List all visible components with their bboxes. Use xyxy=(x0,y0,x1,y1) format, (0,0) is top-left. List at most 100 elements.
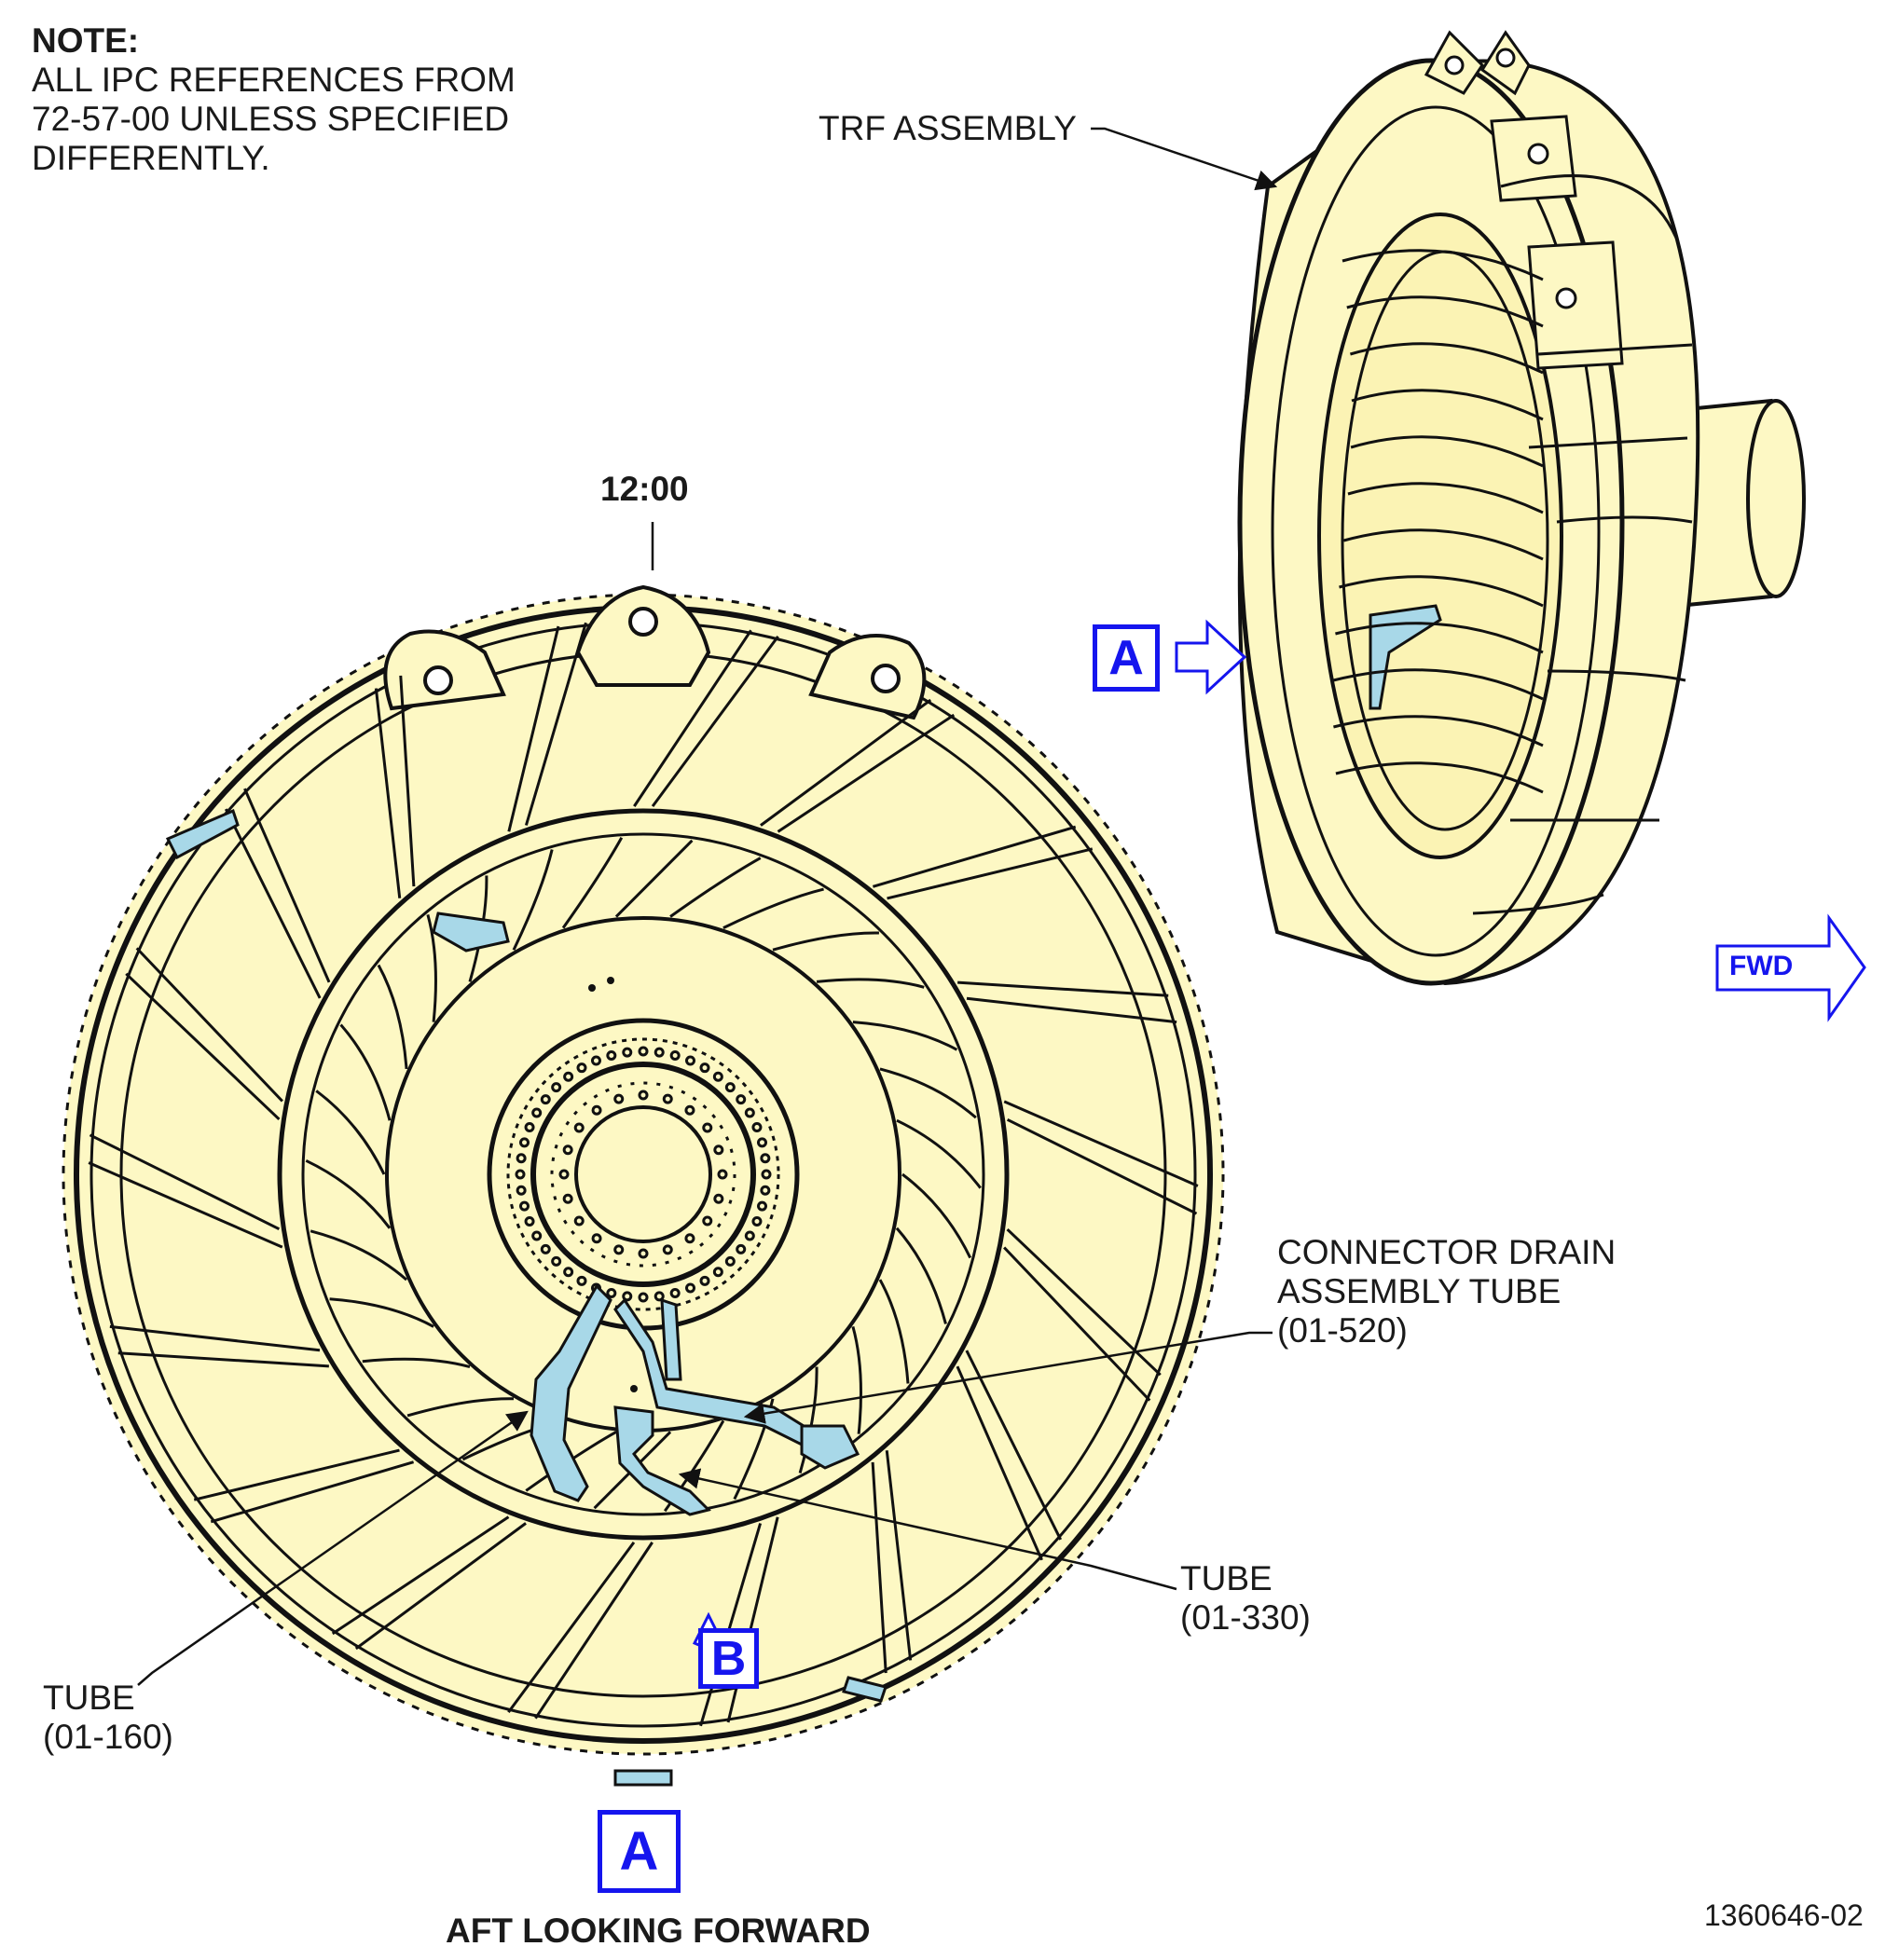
inner-vane xyxy=(896,1118,982,1189)
bolt-hole xyxy=(662,1093,673,1104)
bolt-hole xyxy=(613,1244,625,1255)
outer-strut xyxy=(374,675,416,898)
bolt-hole xyxy=(562,1193,573,1204)
bolt-hole xyxy=(724,1255,736,1267)
bolt-hole xyxy=(699,1275,710,1286)
bolt-hole xyxy=(685,1282,696,1294)
bolt-hole xyxy=(736,1243,747,1254)
fwd-label: FWD xyxy=(1729,951,1794,981)
inner-vane xyxy=(406,1397,515,1418)
tube-330-label-2: (01-330) xyxy=(1180,1598,1311,1637)
bolt-hole xyxy=(606,1288,617,1299)
inner-vane xyxy=(310,1229,408,1282)
bolt-hole xyxy=(760,1185,771,1196)
inner-vane xyxy=(878,1279,910,1384)
inner-vane xyxy=(852,1021,958,1051)
connector-drain-label-3: (01-520) xyxy=(1277,1311,1408,1350)
iso-vane xyxy=(1332,668,1544,701)
inner-vane xyxy=(614,839,694,918)
iso-vane xyxy=(1343,528,1544,561)
bolt-hole xyxy=(669,1049,681,1061)
inner-vane xyxy=(561,837,624,929)
inner-vane xyxy=(722,887,824,929)
view-a-callout-iso: A xyxy=(1093,624,1160,692)
figure-number: 1360646-02 xyxy=(1704,1898,1864,1932)
outer-strut xyxy=(633,629,779,808)
strut-lines xyxy=(88,622,1199,1727)
outer-strut xyxy=(193,1448,415,1524)
bolt-hole xyxy=(540,1094,551,1105)
bolt-hole xyxy=(699,1062,710,1074)
inner-vane xyxy=(362,1357,471,1369)
iso-vane xyxy=(1335,622,1544,654)
bolt-hole xyxy=(757,1137,768,1148)
outer-strut xyxy=(872,825,1094,900)
bolt-hole xyxy=(717,1169,728,1180)
bolt-hole xyxy=(576,1062,587,1074)
bolt-hole xyxy=(563,1071,574,1082)
inner-vane xyxy=(669,857,762,918)
outer-strut xyxy=(1003,1227,1162,1402)
iso-vane xyxy=(1351,389,1544,421)
inner-vane xyxy=(426,913,437,1022)
trf-assembly-label: TRF ASSEMBLY xyxy=(819,109,1077,147)
note-heading: NOTE: xyxy=(32,21,140,60)
bolt-hole xyxy=(531,1107,543,1118)
connector-drain-label-2: ASSEMBLY TUBE xyxy=(1277,1272,1562,1310)
bolt-hole xyxy=(712,1071,723,1082)
bolt-hole xyxy=(684,1233,695,1244)
inner-vane xyxy=(816,978,925,989)
clock-position-label: 12:00 xyxy=(600,470,689,508)
bolt-hole xyxy=(662,1244,673,1255)
bolt-hole xyxy=(573,1122,585,1133)
bolt-hole xyxy=(590,1055,601,1066)
bolt-hole xyxy=(685,1055,696,1066)
tube-160-label-2: (01-160) xyxy=(43,1718,173,1756)
outer-strut xyxy=(331,1515,527,1651)
bolt-hole xyxy=(702,1215,713,1227)
bolt-hole xyxy=(702,1122,713,1133)
bolt-hole xyxy=(515,1169,526,1180)
inner-vane xyxy=(525,1431,617,1492)
outer-strut xyxy=(956,1350,1063,1561)
bolt-hole xyxy=(751,1121,763,1132)
view-a-callout-main: A xyxy=(598,1810,681,1893)
bolt-hole xyxy=(744,1230,755,1241)
bolt-hole xyxy=(551,1082,562,1093)
bolt-hole xyxy=(606,1049,617,1061)
bolt-hole xyxy=(524,1216,535,1227)
bolt-hole xyxy=(591,1104,602,1116)
iso-vane xyxy=(1350,435,1544,468)
inner-vane xyxy=(512,849,554,951)
note-line-2: 72-57-00 UNLESS SPECIFIED xyxy=(32,100,510,138)
bolt-hole xyxy=(713,1193,724,1204)
bolt-hole xyxy=(761,1169,772,1180)
bolt-hole xyxy=(591,1233,602,1244)
bolt-hole xyxy=(736,1094,747,1105)
bolt-hole xyxy=(622,1047,633,1058)
inner-vane xyxy=(315,1090,386,1175)
outer-strut xyxy=(871,1450,913,1674)
bolt-hole xyxy=(638,1090,649,1101)
bolt-hole xyxy=(713,1144,724,1156)
bolt-hole xyxy=(540,1243,551,1254)
inner-vane xyxy=(339,1023,392,1121)
note-line-1: ALL IPC REFERENCES FROM xyxy=(32,61,516,99)
inner-vane xyxy=(329,1297,434,1328)
iso-vane xyxy=(1342,249,1544,281)
outer-strut xyxy=(957,980,1177,1024)
outer-strut xyxy=(1003,1100,1199,1215)
connector-drain-label-1: CONNECTOR DRAIN xyxy=(1277,1233,1617,1271)
bolt-hole xyxy=(576,1275,587,1286)
outer-strut xyxy=(760,698,956,833)
bolt-hole xyxy=(638,1046,649,1057)
bolt-hole xyxy=(613,1093,625,1104)
bolt-hole xyxy=(669,1288,681,1299)
leader-lines xyxy=(137,127,1278,1686)
bolt-hole xyxy=(638,1292,649,1303)
note-line-3: DIFFERENTLY. xyxy=(32,139,270,177)
outer-strut xyxy=(88,1133,283,1249)
inner-vane xyxy=(305,1158,392,1229)
bolt-hole xyxy=(516,1185,527,1196)
view-a-arrow xyxy=(1175,619,1247,695)
